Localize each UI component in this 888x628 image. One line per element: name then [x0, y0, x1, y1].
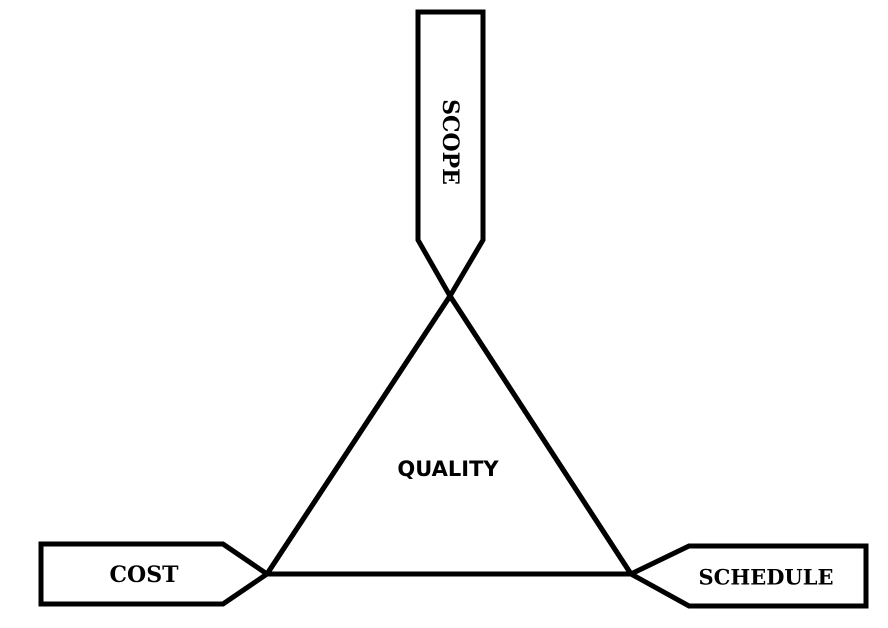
- schedule-label: SCHEDULE: [698, 565, 833, 590]
- cost-label: COST: [110, 562, 180, 588]
- scope-arrow: [415, 9, 486, 301]
- quality-triangle: [262, 291, 636, 577]
- scope-label: SCOPE: [437, 99, 463, 185]
- schedule-arrow: [625, 543, 869, 609]
- triangle-edge-right: [447, 293, 634, 577]
- quality-label: QUALITY: [397, 457, 499, 481]
- triangle-edge-left: [264, 293, 453, 577]
- cost-arrow: [38, 541, 272, 607]
